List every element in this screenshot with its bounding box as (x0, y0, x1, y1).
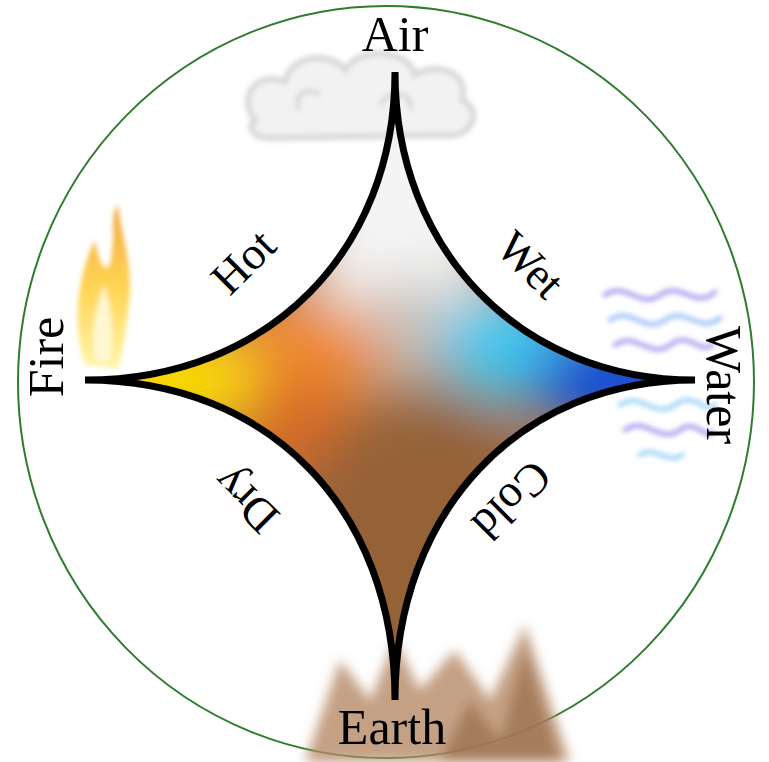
element-label: Water (699, 326, 749, 444)
element-label: Air (362, 9, 429, 59)
element-label: Earth (338, 702, 446, 752)
flame-icon (78, 205, 130, 368)
element-label: Fire (21, 317, 71, 398)
star-gradient (80, 60, 710, 730)
cloud-icon (248, 54, 474, 139)
star-outline (85, 72, 695, 700)
mountains-icon (305, 625, 570, 762)
outer-circle (18, 6, 754, 758)
